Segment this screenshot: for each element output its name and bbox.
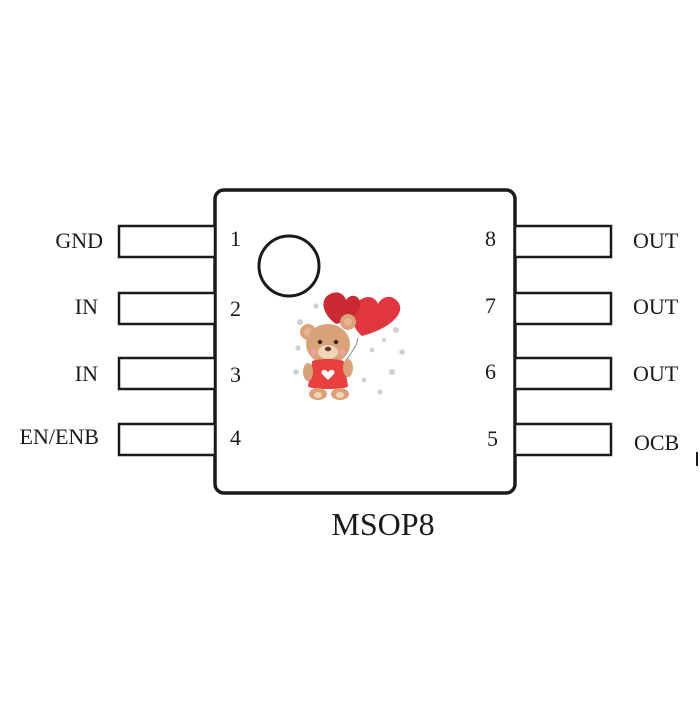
pin-number-5: 5 — [487, 426, 498, 451]
pin-label-2: IN — [75, 294, 98, 319]
pin-lead-7 — [513, 291, 613, 326]
pin-label-6: OUT — [633, 361, 679, 386]
pin-number-8: 8 — [485, 226, 496, 251]
pin-lead-2 — [117, 291, 217, 326]
pin-lead-1 — [117, 224, 217, 259]
pin1-circle-icon — [257, 234, 321, 298]
pin-lead-3 — [117, 356, 217, 391]
package-name: MSOP8 — [331, 506, 434, 542]
pin-lead-8 — [513, 224, 613, 259]
pin-number-6: 6 — [485, 359, 496, 384]
pin-lead-6 — [513, 356, 613, 391]
teddy-bear-with-heart-balloon-icon — [287, 285, 413, 411]
pin-label-1: GND — [55, 228, 103, 253]
cropped-glyph-fragment — [696, 452, 698, 466]
pin-lead-5 — [513, 422, 613, 457]
pin-label-7: OUT — [633, 294, 679, 319]
pin-number-7: 7 — [485, 293, 496, 318]
pin-number-1: 1 — [230, 226, 241, 251]
pin-number-2: 2 — [230, 296, 241, 321]
pin-number-4: 4 — [230, 425, 241, 450]
pin-label-8: OUT — [633, 228, 679, 253]
pin-number-3: 3 — [230, 362, 241, 387]
pin-label-5: OCB — [634, 430, 679, 455]
pin-label-3: IN — [75, 361, 98, 386]
pin-label-4: EN/ENB — [20, 424, 99, 449]
pin-lead-4 — [117, 422, 217, 457]
